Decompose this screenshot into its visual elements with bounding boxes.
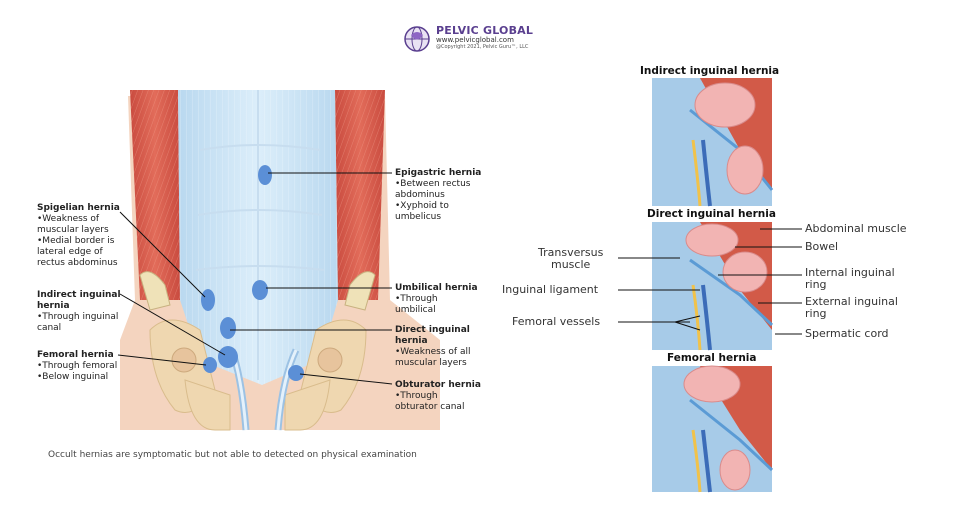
label-internal-ring: Internal inguinal ring bbox=[805, 267, 895, 291]
direct-inguinal-bulge bbox=[220, 317, 236, 339]
transversus-line: Transversus bbox=[538, 246, 604, 259]
label-obturator: Obturator hernia •Through obturator cana… bbox=[395, 380, 481, 413]
label-abdominal-muscle: Abdominal muscle bbox=[805, 222, 907, 235]
umbilical-line: umbilical bbox=[395, 305, 436, 315]
transversus-line: muscle bbox=[551, 258, 591, 271]
indirect-title: Indirect inguinal bbox=[37, 290, 121, 300]
panel-title-femoral: Femoral hernia bbox=[667, 352, 757, 364]
indirect-inguinal-bulge bbox=[218, 346, 238, 368]
epigastric-line: •Xyphoid to bbox=[395, 201, 449, 211]
indirect-line: canal bbox=[37, 323, 62, 333]
internal-ring-line: ring bbox=[805, 278, 827, 291]
caption: Occult hernias are symptomatic but not a… bbox=[48, 450, 417, 460]
umbilical-title: Umbilical hernia bbox=[395, 283, 478, 293]
panel-direct-image bbox=[652, 222, 774, 351]
spigelian-bulge bbox=[201, 289, 215, 311]
femoral-title: Femoral hernia bbox=[37, 350, 114, 360]
label-femoral-vessels: Femoral vessels bbox=[512, 315, 601, 328]
indirect-title: hernia bbox=[37, 301, 70, 311]
obturator-bulge bbox=[288, 365, 304, 381]
label-spigelian: Spigelian hernia •Weakness of muscular l… bbox=[37, 203, 120, 269]
obturator-line: obturator canal bbox=[395, 402, 465, 412]
globe-icon bbox=[404, 26, 430, 52]
external-ring-line: External inguinal bbox=[805, 295, 898, 308]
epigastric-bulge bbox=[258, 165, 272, 185]
label-umbilical: Umbilical hernia •Through umbilical bbox=[395, 283, 478, 316]
panel-title-indirect: Indirect inguinal hernia bbox=[640, 65, 780, 77]
label-inguinal-ligament: Inguinal ligament bbox=[502, 283, 599, 296]
spigelian-line: •Weakness of bbox=[37, 214, 100, 224]
right-iliac-crest bbox=[344, 271, 376, 311]
obturator-title: Obturator hernia bbox=[395, 380, 481, 390]
label-direct: Direct inguinal hernia •Weakness of all … bbox=[395, 325, 470, 369]
logo-url: www.pelvicglobal.com bbox=[436, 36, 514, 44]
spigelian-line: muscular layers bbox=[37, 225, 109, 235]
label-epigastric: Epigastric hernia •Between rectus abdomi… bbox=[395, 168, 481, 223]
epigastric-line: umbelicus bbox=[395, 212, 442, 222]
label-transversus: Transversus muscle bbox=[538, 247, 603, 271]
spigelian-title: Spigelian hernia bbox=[37, 203, 120, 213]
label-bowel: Bowel bbox=[805, 240, 839, 253]
direct-title: hernia bbox=[395, 336, 428, 346]
internal-ring-line: Internal inguinal bbox=[805, 266, 895, 279]
femoral-line: •Below inguinal bbox=[37, 372, 109, 382]
obturator-line: •Through bbox=[395, 391, 438, 401]
external-ring-line: ring bbox=[805, 307, 827, 320]
femoral-bulge bbox=[203, 357, 217, 373]
label-indirect: Indirect inguinal hernia •Through inguin… bbox=[37, 290, 121, 334]
spigelian-line: •Medial border is bbox=[37, 236, 115, 246]
panel-indirect-image bbox=[652, 78, 774, 207]
direct-line: muscular layers bbox=[395, 358, 467, 368]
logo-copyright: @Copyright 2021, Pelvic Guru™, LLC bbox=[436, 44, 529, 50]
logo-title: PELVIC GLOBAL bbox=[436, 24, 534, 37]
label-external-ring: External inguinal ring bbox=[805, 296, 898, 320]
direct-line: •Weakness of all bbox=[395, 347, 471, 357]
panel-title-direct: Direct inguinal hernia bbox=[647, 208, 776, 220]
umbilical-line: •Through bbox=[395, 294, 438, 304]
pelvic-global-logo: PELVIC GLOBAL www.pelvicglobal.com @Copy… bbox=[402, 24, 552, 54]
epigastric-line: •Between rectus bbox=[395, 179, 471, 189]
panel-femoral-image bbox=[652, 365, 774, 493]
left-iliac-crest bbox=[139, 271, 171, 311]
epigastric-line: abdominus bbox=[395, 190, 445, 200]
epigastric-title: Epigastric hernia bbox=[395, 168, 482, 178]
label-spermatic-cord: Spermatic cord bbox=[805, 327, 889, 340]
indirect-line: •Through inguinal bbox=[37, 312, 119, 322]
direct-title: Direct inguinal bbox=[395, 325, 470, 335]
umbilical-bulge bbox=[252, 280, 268, 300]
spigelian-line: rectus abdominus bbox=[37, 258, 118, 268]
femoral-line: •Through femoral bbox=[37, 361, 118, 371]
spigelian-line: lateral edge of bbox=[37, 247, 103, 257]
label-femoral: Femoral hernia •Through femoral •Below i… bbox=[37, 350, 117, 383]
